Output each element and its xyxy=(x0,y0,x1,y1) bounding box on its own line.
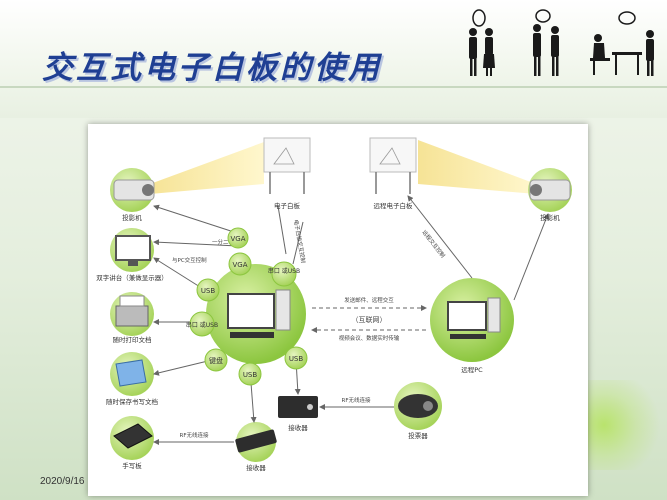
port-usb-bottom-label: USB xyxy=(243,371,258,379)
edge-rf-right: RF无线连接 xyxy=(342,396,371,404)
label-printer: 随时打印文档 xyxy=(113,335,152,344)
diagram-panel: VGA VGA USB 串口 或USB 串口 或USB 键盘 USB USB 投… xyxy=(88,124,588,496)
notebook-icon xyxy=(110,352,154,396)
receiver-bottom-icon xyxy=(235,422,277,462)
receiver-mid-icon xyxy=(278,396,318,418)
whiteboard-icon xyxy=(263,137,311,194)
port-keyboard: 键盘 xyxy=(204,348,228,372)
label-remote-pc: 远程PC xyxy=(461,365,483,374)
central-pc-icon xyxy=(206,264,306,364)
remote-pc-icon xyxy=(430,278,514,362)
voter-icon xyxy=(394,382,442,430)
label-save-docs: 随时保存书写文档 xyxy=(106,397,158,406)
label-dual-screen: 双字讲台（兼做显示器） xyxy=(96,273,168,282)
label-projector-left: 投影机 xyxy=(122,213,142,222)
network-diagram: VGA VGA USB 串口 或USB 串口 或USB 键盘 USB USB 投… xyxy=(96,137,572,472)
label-remote-whiteboard: 远程电子白板 xyxy=(374,201,414,210)
port-vga-label: VGA xyxy=(232,261,247,269)
port-serial-usb-right-label-1: 串口 或USB xyxy=(268,267,300,275)
edge-rf-left: RF无线连接 xyxy=(180,431,209,439)
port-vga: VGA xyxy=(228,252,252,276)
label-receiver-bottom: 接收器 xyxy=(246,463,266,472)
projector-beam-right xyxy=(418,140,536,194)
slide-title: 交互式电子白板的使用 xyxy=(42,50,382,86)
dual-screen-icon xyxy=(110,228,154,272)
edge-send-email: 发送邮件、远程交互 xyxy=(344,296,394,304)
edge-remote-ctrl: 远程交互控制 xyxy=(420,228,447,259)
label-receiver-mid: 接收器 xyxy=(288,423,308,432)
business-people-illustration xyxy=(469,9,654,76)
port-serial-usb-left-label: 串口 或USB xyxy=(186,321,218,329)
projector-right-icon xyxy=(528,168,572,212)
projector-left-icon xyxy=(110,168,155,212)
port-usb-left-label: USB xyxy=(201,287,216,295)
title-divider xyxy=(0,86,667,88)
port-usb-left: USB xyxy=(196,278,220,302)
port-serial-usb-left: 串口 或USB xyxy=(186,311,218,337)
printer-icon xyxy=(110,292,154,336)
header-band xyxy=(0,0,667,118)
port-serial-usb-right: 串口 或USB xyxy=(268,261,300,287)
remote-whiteboard-icon xyxy=(369,137,417,194)
label-voter: 投票器 xyxy=(408,431,428,440)
edge-one-of-two: 一分二 xyxy=(212,238,229,246)
tablet-icon xyxy=(110,416,154,460)
port-usb-right: USB xyxy=(284,346,308,370)
label-projector-right: 投影机 xyxy=(540,213,560,222)
edge-internet: （互联网） xyxy=(352,315,387,324)
edge-pc-interaction: 与PC交互控制 xyxy=(172,256,207,264)
port-vga-top-label: VGA xyxy=(230,235,245,243)
label-whiteboard: 电子白板 xyxy=(274,201,301,210)
port-vga-top: VGA xyxy=(227,227,249,249)
port-usb-bottom: USB xyxy=(238,362,262,386)
edge-video-conf: 视频会议、数据实时传输 xyxy=(339,334,400,342)
label-tablet: 手写板 xyxy=(122,461,142,470)
port-usb-right-label: USB xyxy=(289,355,304,363)
projector-beam-left xyxy=(150,142,264,194)
port-keyboard-label: 键盘 xyxy=(209,356,223,365)
slide-date: 2020/9/16 xyxy=(40,476,85,487)
